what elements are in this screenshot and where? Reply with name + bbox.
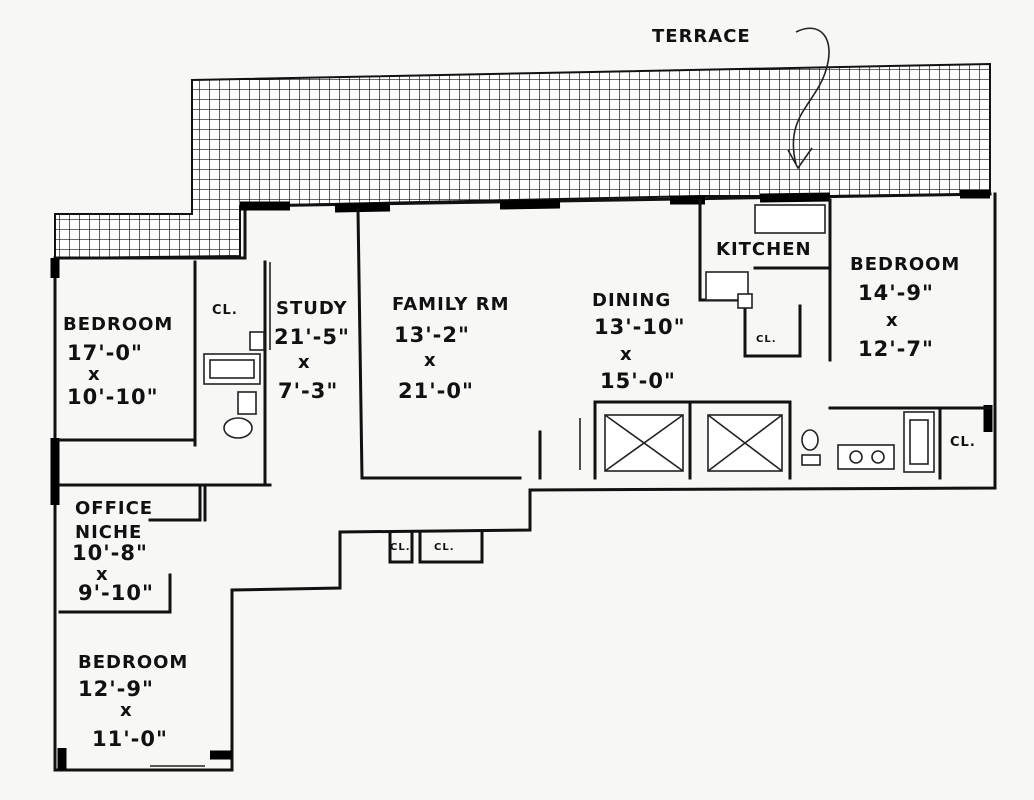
room-x: x xyxy=(298,352,311,373)
closet-east: CL. xyxy=(950,435,976,450)
kitchen-counters xyxy=(705,204,826,309)
terrace-arrow xyxy=(792,27,830,165)
room-bedroom-west: BEDROOM 17'-0" x 10'-10" xyxy=(63,314,173,409)
room-x: x xyxy=(88,364,101,385)
closet-hall-2: CL. xyxy=(434,542,455,553)
room-bedroom-east: BEDROOM 14'-9" x 12'-7" xyxy=(850,254,960,361)
room-dim1: 10'-8" xyxy=(72,541,148,565)
room-bedroom-south: BEDROOM 12'-9" x 11'-0" xyxy=(78,652,188,751)
room-dim2: 21'-0" xyxy=(398,379,474,403)
room-dim1: 13'-2" xyxy=(394,323,470,347)
room-dim2: 9'-10" xyxy=(78,581,154,605)
room-dim1: 17'-0" xyxy=(67,341,143,365)
room-name: BEDROOM xyxy=(78,652,188,673)
room-dim1: 13'-10" xyxy=(594,315,686,339)
bathroom-east xyxy=(801,411,935,473)
exterior-walls xyxy=(50,189,997,772)
closet-hall-1: CL. xyxy=(390,542,411,553)
terrace xyxy=(54,62,991,260)
room-x: x xyxy=(120,700,133,721)
room-x: x xyxy=(96,564,109,585)
room-dim2: 12'-7" xyxy=(858,337,934,361)
room-name: FAMILY RM xyxy=(392,294,510,315)
room-x: x xyxy=(620,344,633,365)
room-dim2: 15'-0" xyxy=(600,369,676,393)
room-dim1: 12'-9" xyxy=(78,677,154,701)
room-family: FAMILY RM 13'-2" x 21'-0" xyxy=(392,294,510,403)
elevator-shafts xyxy=(604,414,783,472)
room-name: BEDROOM xyxy=(850,254,960,275)
room-dim2: 7'-3" xyxy=(278,379,338,403)
room-kitchen: KITCHEN xyxy=(716,239,812,260)
room-dim1: 14'-9" xyxy=(858,281,934,305)
room-office-niche: OFFICE NICHE 10'-8" x 9'-10" xyxy=(72,498,154,605)
room-x: x xyxy=(886,310,899,331)
room-x: x xyxy=(424,350,437,371)
closet-kitchen: CL. xyxy=(756,334,777,345)
closet-west: CL. xyxy=(212,303,238,318)
room-name: OFFICE xyxy=(75,498,153,519)
bathroom-west xyxy=(203,331,265,439)
room-name-2: NICHE xyxy=(75,522,142,543)
terrace-arrow-head xyxy=(787,147,813,170)
room-study: STUDY 21'-5" x 7'-3" xyxy=(274,298,350,403)
room-name: BEDROOM xyxy=(63,314,173,335)
room-name: STUDY xyxy=(276,298,348,319)
room-dim1: 21'-5" xyxy=(274,325,350,349)
terrace-label: TERRACE xyxy=(652,26,751,47)
room-name: DINING xyxy=(592,290,671,311)
room-dining: DINING 13'-10" x 15'-0" xyxy=(592,290,686,393)
room-dim2: 10'-10" xyxy=(67,385,159,409)
room-dim2: 11'-0" xyxy=(92,727,168,751)
